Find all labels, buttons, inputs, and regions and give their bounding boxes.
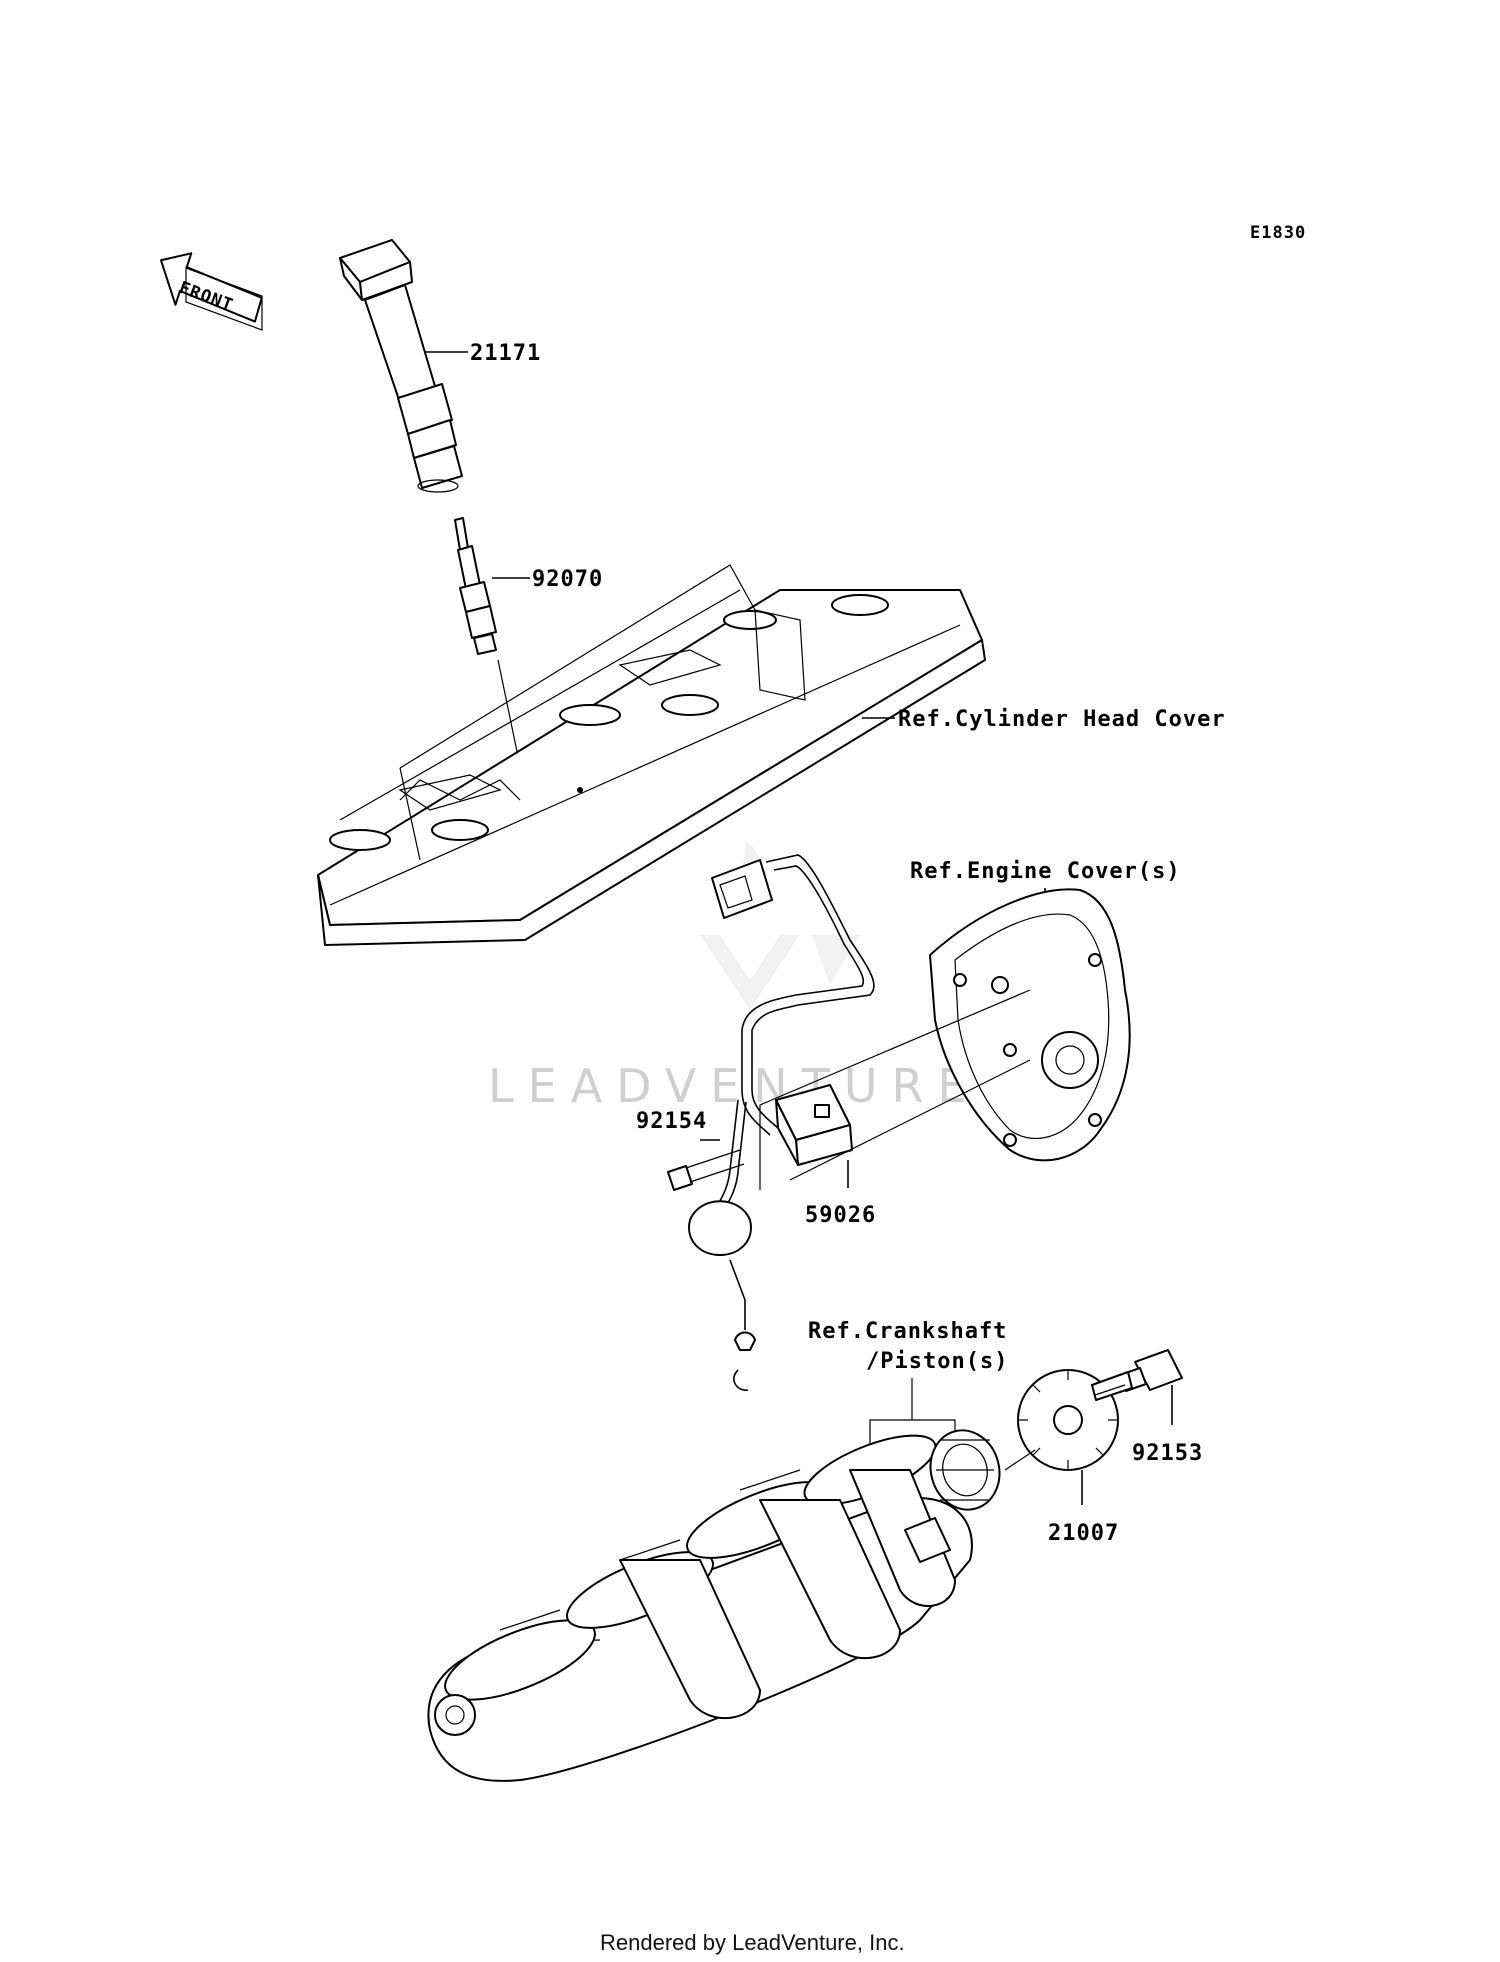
watermark-logo — [700, 840, 860, 1010]
front-arrow-icon: FRONT — [160, 252, 263, 331]
ref-crankshaft-line2: /Piston(s) — [866, 1349, 1008, 1374]
part-number-59026: 59026 — [805, 1203, 876, 1228]
ref-crankshaft-line1: Ref.Crankshaft — [808, 1319, 1007, 1344]
pickup-coil-part — [775, 1084, 853, 1166]
crankshaft-assembly — [427, 1434, 973, 1782]
bracket-line-pickup-lower — [789, 1059, 1031, 1181]
diagram-code: E1830 — [1250, 223, 1306, 243]
timing-rotor-part — [1017, 1369, 1119, 1471]
ref-engine-cover: Ref.Engine Cover(s) — [910, 859, 1181, 884]
footer-credit: Rendered by LeadVenture, Inc. — [600, 1930, 905, 1955]
part-number-21007: 21007 — [1048, 1521, 1119, 1546]
crankshaft-gear — [929, 1429, 1001, 1511]
part-number-92070: 92070 — [532, 567, 603, 592]
bracket-line-left — [399, 767, 421, 861]
part-number-92153: 92153 — [1132, 1441, 1203, 1466]
flange-bolt-part — [1091, 1349, 1183, 1401]
watermark-text: LEADVENTURE — [488, 1059, 981, 1113]
part-number-92154: 92154 — [636, 1109, 707, 1134]
bracket-line-pickup — [759, 989, 1031, 1190]
ignition-coil-part — [339, 239, 463, 493]
pickup-coil-harness — [688, 854, 875, 1391]
ref-cylinder-head-cover: Ref.Cylinder Head Cover — [898, 707, 1226, 732]
cylinder-head-cover — [317, 589, 986, 946]
bolt-92154-part — [667, 1149, 745, 1191]
spark-plug-part — [454, 517, 497, 655]
engine-cover — [929, 888, 1131, 1162]
bracket-line-top — [399, 564, 756, 769]
part-number-21171: 21171 — [470, 341, 541, 366]
leader-line-bolt-axis — [1094, 1384, 1126, 1396]
leader-line-rotor-axis — [1004, 1449, 1036, 1471]
